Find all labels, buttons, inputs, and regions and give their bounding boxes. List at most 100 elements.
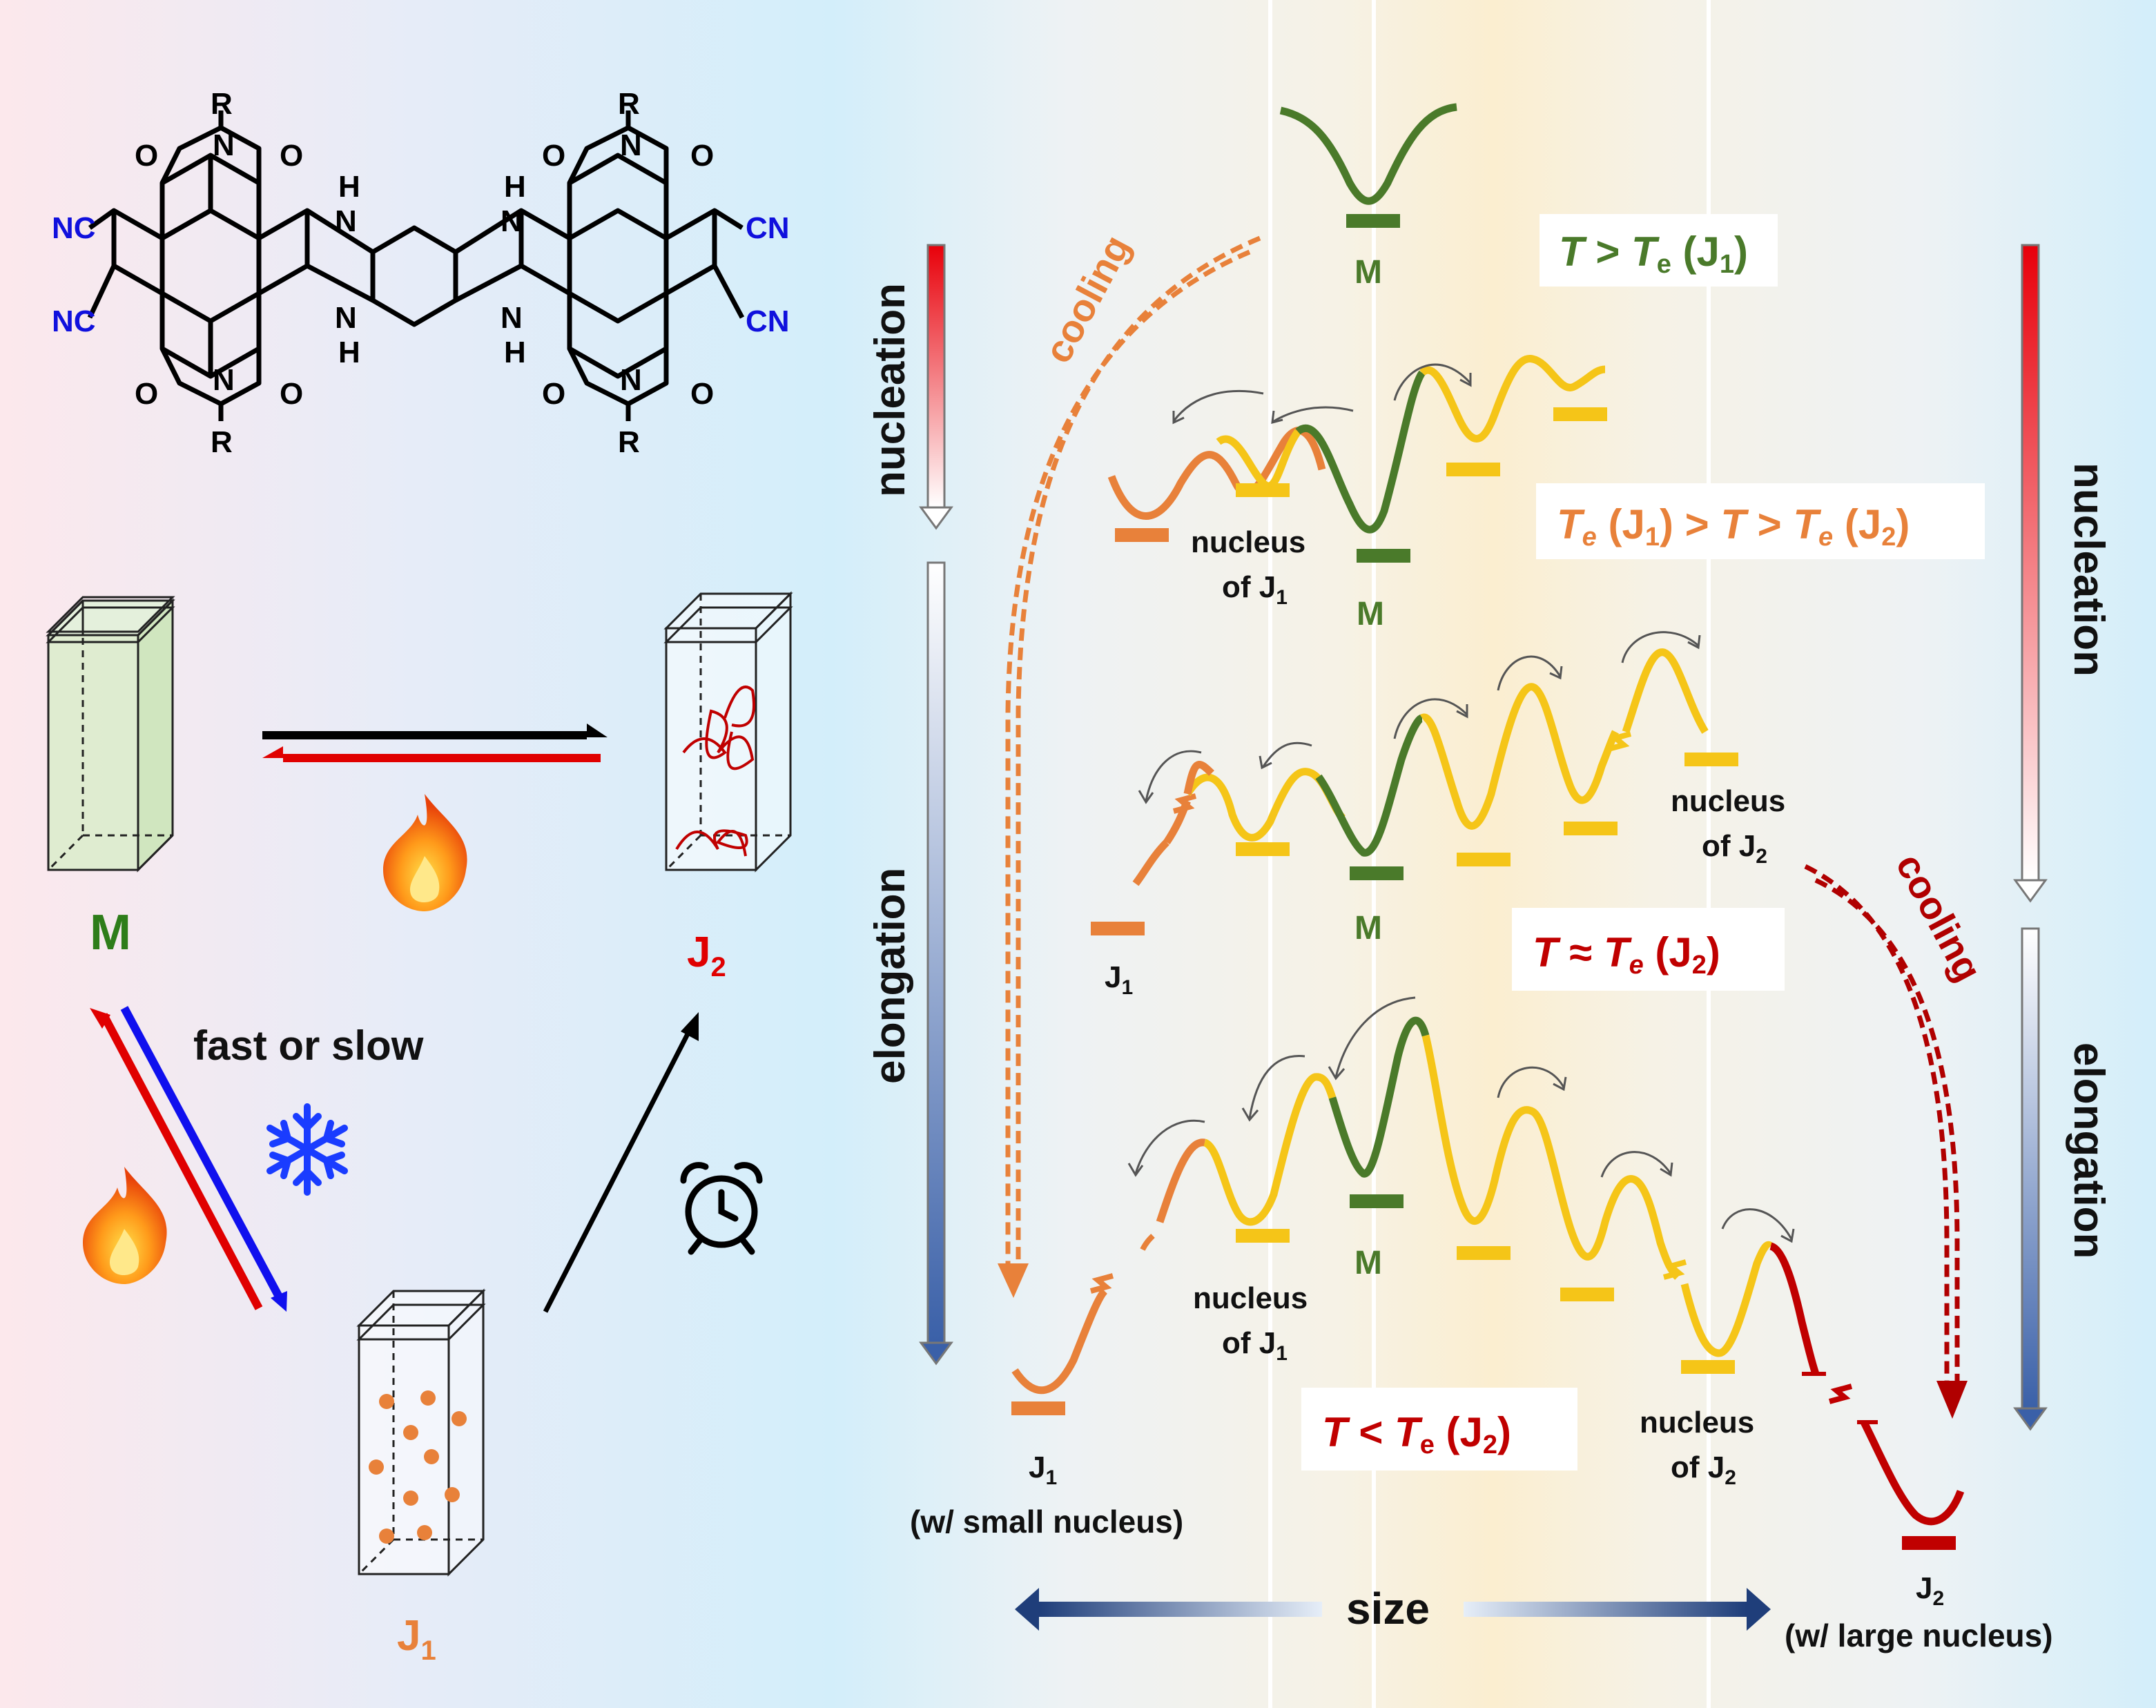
cuvette-M-frame [46,599,175,871]
condition-box-4: T < Te (J2) [1301,1388,1577,1471]
cond-mid: ) > [1660,501,1720,547]
landscape-row3-orange-left [1132,840,1169,886]
cond-paren: (J [1671,229,1720,275]
level-row3 [1236,842,1290,856]
break-mark [1140,1234,1155,1251]
label-nucleus: nucleus [1671,784,1785,818]
ring [518,208,571,296]
landscape-row1-green-well [1279,103,1457,205]
label-M: M [90,905,131,960]
level-J1 [1091,922,1145,935]
landscape-row2-orange [1107,427,1326,520]
cond-gt: > [1746,501,1793,547]
label-nucleus: nucleus [1640,1406,1754,1439]
ring [111,208,164,296]
break-mark [1828,1384,1853,1404]
cond-sub: 1 [1645,523,1660,552]
landscape-row3-green [1315,714,1424,857]
break-mark [1662,1259,1687,1280]
label-fast-or-slow: fast or slow [193,1022,424,1069]
cond-close: ) [1707,929,1720,976]
label-of-J1: of J1 [1222,570,1288,609]
label-sub1: 1 [1121,976,1133,999]
landscape-row4-red [1769,1242,1820,1375]
ring [567,293,669,379]
ring [567,153,669,238]
landscape-row4-red-well [1861,1420,1965,1526]
label-large-nucleus: (w/ large nucleus) [1785,1618,2053,1653]
level-J2 [1902,1536,1956,1550]
cond-e: e [1818,523,1833,552]
atom-O: O [135,139,158,173]
right-elongation-arrow [2013,927,2048,1431]
label-J2: J2 [1916,1571,1944,1610]
cooling-arrow-right-second [1814,877,1960,1381]
landscape-row4-yellow-end [1680,1241,1774,1357]
cond-T: T [1322,1409,1350,1455]
cond-op: < [1348,1409,1395,1455]
atom-O: O [280,139,303,173]
cond-e: e [1420,1430,1435,1459]
landscape-row2-green [1295,370,1426,534]
cond-sub: 2 [1483,1430,1497,1459]
condition-1-text: T > Te (J1) [1559,229,1748,279]
condition-box-2: Te (J1) > T > Te (J2) [1536,483,1985,559]
cooling-arrowhead-right [1936,1381,1968,1419]
hop-arrows-row4 [1127,996,1795,1243]
atom-N: N [335,301,357,335]
level-M [1350,866,1404,880]
cond-T: T [1533,929,1561,976]
bond [87,264,117,319]
level-row4 [1457,1246,1511,1260]
label-sub2: 2 [1725,1466,1736,1489]
cyano-labels: NC NC CN CN [52,211,790,338]
cond-Te: T [1793,501,1821,547]
cond-op: > [1584,229,1631,275]
level-row2 [1236,483,1290,497]
fiber-aggregate [723,686,755,728]
molecule-atom-labels: R N O O O O N R H N N H H N N H R N O O … [135,87,714,459]
cond-Te: T [1395,1409,1423,1455]
atom-O: O [690,377,714,411]
atom-O: O [542,139,565,173]
bond [712,264,745,319]
landscape-row3-yellow-end [1622,648,1709,734]
cyano-CN: CN [746,304,790,338]
atom-N: N [620,128,642,162]
fire-icon [83,1167,167,1284]
cuvette-M [46,596,175,873]
size-arrow [1015,1588,1771,1631]
right-elongation-label: elongation [2065,1042,2113,1259]
atom-R: R [618,425,640,459]
level-J1 [1011,1401,1065,1415]
landscape-row4-orange-left [1011,1288,1108,1395]
break-mark [1607,731,1632,752]
cond-op: ≈ [1558,929,1604,976]
bond [454,263,523,303]
equilibrium-arrow-M-J1 [90,1006,287,1312]
landscape-row4-yellow-left [1203,1073,1337,1226]
break-mark [1089,1273,1114,1294]
label-M: M [1354,254,1382,291]
cond-close: ) [1734,229,1748,275]
label-M: M [1354,1245,1382,1281]
level-M [1350,1194,1404,1208]
atom-H: H [338,336,360,369]
cond-T: T [1720,501,1749,547]
middle-nucleation-arrow [919,244,953,530]
label-of-J: of J [1222,570,1276,604]
label-M: M [1354,910,1382,947]
molecule-structure [87,110,745,421]
level-J2-nucleus [1681,1360,1735,1374]
cuvette-J1 [356,1288,486,1577]
fiber-aggregate [675,829,748,857]
label-nucleus: nucleus [1193,1281,1308,1315]
atom-O: O [135,377,158,411]
middle-elongation-label: elongation [866,868,914,1084]
right-nucleation-label: nucleation [2065,463,2113,677]
label-J: J [1105,960,1121,994]
middle-nucleation-label: nucleation [866,283,914,497]
label-J1-main: J [397,1612,420,1660]
level-row3 [1564,822,1618,835]
label-of-J2: of J2 [1702,829,1767,868]
